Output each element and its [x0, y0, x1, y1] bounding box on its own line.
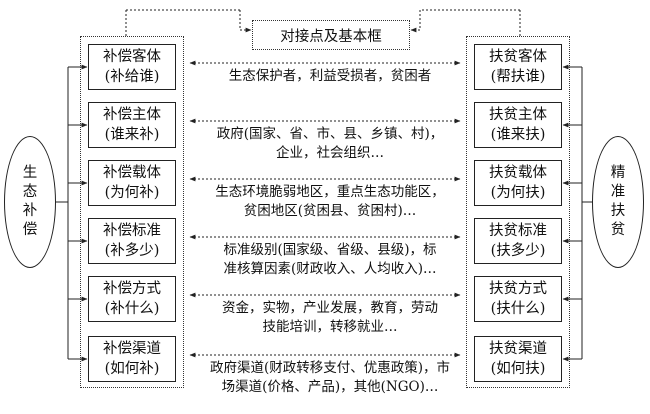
- right-oval-char: 准: [610, 184, 626, 200]
- poverty-alleviation-question: (帮扶谁): [490, 69, 546, 85]
- targeted-poverty-alleviation-oval: 精准扶贫: [592, 136, 644, 268]
- docking-description-line: 技能培训，转移就业…: [262, 319, 398, 335]
- compensation-title: 补偿方式: [103, 281, 161, 297]
- compensation-title: 补偿渠道: [103, 341, 161, 357]
- docking-description-line: 政府渠道(财政转移支付、优惠政策)，市: [209, 360, 451, 376]
- poverty-alleviation-box-4: 扶贫标准 (扶多少): [474, 218, 562, 264]
- compensation-question: (补什么): [104, 301, 160, 317]
- docking-description-1: 生态保护者，利益受损者，贫困者: [197, 67, 463, 86]
- compensation-box-1: 补偿客体 (补给谁): [88, 44, 176, 90]
- top-label-box: 对接点及基本框: [252, 20, 410, 50]
- poverty-alleviation-title: 扶贫主体: [489, 107, 547, 123]
- docking-description-5: 资金，实物，产业发展，教育，劳动技能培训，转移就业…: [197, 299, 463, 337]
- left-column-frame: [80, 36, 184, 388]
- docking-description-line: 资金，实物，产业发展，教育，劳动: [222, 300, 438, 316]
- compensation-box-5: 补偿方式 (补什么): [88, 276, 176, 322]
- compensation-question: (为何补): [104, 185, 160, 201]
- compensation-question: (补给谁): [104, 69, 160, 85]
- docking-description-line: 场渠道(价格、产品)，其他(NGO)…: [221, 379, 439, 395]
- compensation-question: (如何补): [104, 361, 160, 377]
- docking-description-4: 标准级别(国家级、省级、县级)，标准核算因素(财政收入、人均收入)…: [197, 241, 463, 279]
- docking-description-line: 生态环境脆弱地区，重点生态功能区，: [215, 184, 445, 200]
- poverty-alleviation-question: (如何扶): [490, 361, 546, 377]
- compensation-title: 补偿载体: [103, 165, 161, 181]
- poverty-alleviation-title: 扶贫客体: [489, 49, 547, 65]
- top-label: 对接点及基本框: [280, 28, 382, 45]
- compensation-title: 补偿客体: [103, 49, 161, 65]
- left-oval-char: 补: [22, 203, 38, 219]
- poverty-alleviation-title: 扶贫渠道: [489, 341, 547, 357]
- compensation-title: 补偿主体: [103, 107, 161, 123]
- left-oval-char: 态: [22, 184, 38, 200]
- left-oval-char: 生: [22, 165, 38, 181]
- compensation-question: (补多少): [104, 243, 160, 259]
- poverty-alleviation-question: (为何扶): [490, 185, 546, 201]
- poverty-alleviation-box-5: 扶贫方式 (扶什么): [474, 276, 562, 322]
- poverty-alleviation-box-3: 扶贫载体 (为何扶): [474, 160, 562, 206]
- docking-description-line: 政府(国家、省、市、县、乡镇、村)，: [216, 126, 444, 142]
- left-oval-char: 偿: [22, 222, 38, 238]
- compensation-box-2: 补偿主体 (谁来补): [88, 102, 176, 148]
- docking-description-3: 生态环境脆弱地区，重点生态功能区， 贫困地区(贫困县、贫困村)…: [197, 183, 463, 221]
- compensation-box-4: 补偿标准 (补多少): [88, 218, 176, 264]
- right-oval-char: 贫: [610, 222, 626, 238]
- compensation-title: 补偿标准: [103, 223, 161, 239]
- poverty-alleviation-question: (扶多少): [490, 243, 546, 259]
- compensation-box-6: 补偿渠道 (如何补): [88, 336, 176, 382]
- poverty-alleviation-title: 扶贫方式: [489, 281, 547, 297]
- poverty-alleviation-question: (扶什么): [490, 301, 546, 317]
- poverty-alleviation-title: 扶贫载体: [489, 165, 547, 181]
- docking-description-line: 准核算因素(财政收入、人均收入)…: [223, 261, 437, 277]
- poverty-alleviation-title: 扶贫标准: [489, 223, 547, 239]
- compensation-box-3: 补偿载体 (为何补): [88, 160, 176, 206]
- docking-description-6: 政府渠道(财政转移支付、优惠政策)，市场渠道(价格、产品)，其他(NGO)…: [197, 359, 463, 397]
- ecological-compensation-oval: 生态补偿: [4, 136, 56, 268]
- docking-description-line: 企业，社会组织…: [276, 145, 384, 161]
- right-oval-char: 扶: [610, 203, 626, 219]
- poverty-alleviation-question: (谁来扶): [490, 127, 546, 143]
- docking-description-line: 标准级别(国家级、省级、县级)，标: [223, 242, 437, 258]
- poverty-alleviation-box-6: 扶贫渠道 (如何扶): [474, 336, 562, 382]
- docking-description-line: 贫困地区(贫困县、贫困村)…: [243, 203, 417, 219]
- poverty-alleviation-box-2: 扶贫主体 (谁来扶): [474, 102, 562, 148]
- right-column-frame: [466, 36, 570, 388]
- poverty-alleviation-box-1: 扶贫客体 (帮扶谁): [474, 44, 562, 90]
- right-oval-char: 精: [610, 165, 626, 181]
- docking-description-2: 政府(国家、省、市、县、乡镇、村)， 企业，社会组织…: [197, 125, 463, 163]
- docking-description-line: 生态保护者，利益受损者，贫困者: [228, 68, 432, 84]
- compensation-question: (谁来补): [104, 127, 160, 143]
